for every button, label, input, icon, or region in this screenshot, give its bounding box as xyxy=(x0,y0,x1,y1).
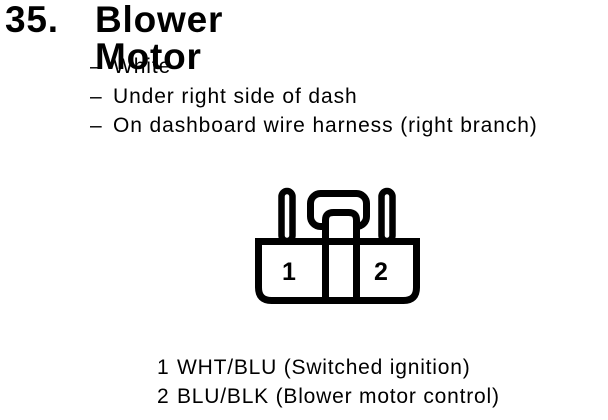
legend-pin-number: 2 xyxy=(157,385,170,408)
section-number: 35. xyxy=(5,0,59,40)
connector-prong-left xyxy=(278,187,296,245)
connector-body xyxy=(255,238,420,304)
bullet-dash: – xyxy=(90,84,103,108)
section-title: Blower Motor xyxy=(95,0,224,77)
pin-legend: 1 WHT/BLU (Switched ignition) 2 BLU/BLK … xyxy=(157,353,500,411)
legend-entry: 2 BLU/BLK (Blower motor control) xyxy=(157,382,500,411)
legend-pin-text: WHT/BLU (Switched ignition) xyxy=(177,356,471,379)
legend-pin-text: BLU/BLK (Blower motor control) xyxy=(177,385,500,408)
pin-2-label: 2 xyxy=(374,258,388,286)
detail-item: – White xyxy=(90,52,538,82)
bullet-dash: – xyxy=(90,55,103,78)
connector-diagram: 1 2 xyxy=(255,187,420,304)
detail-item-text: Under right side of dash xyxy=(113,84,358,108)
detail-item-text: On dashboard wire harness (right branch) xyxy=(113,114,538,137)
bullet-dash: – xyxy=(90,114,103,137)
pin-1-label: 1 xyxy=(282,258,296,286)
legend-entry: 1 WHT/BLU (Switched ignition) xyxy=(157,353,500,382)
detail-item: – On dashboard wire harness (right branc… xyxy=(90,111,538,141)
connector-details-list: – White – Under right side of dash – On … xyxy=(90,52,538,141)
connector-center-channel xyxy=(322,209,360,300)
connector-prong-right xyxy=(378,187,396,245)
legend-pin-number: 1 xyxy=(157,356,170,379)
detail-item: – Under right side of dash xyxy=(90,82,538,112)
detail-item-text: White xyxy=(113,55,172,78)
